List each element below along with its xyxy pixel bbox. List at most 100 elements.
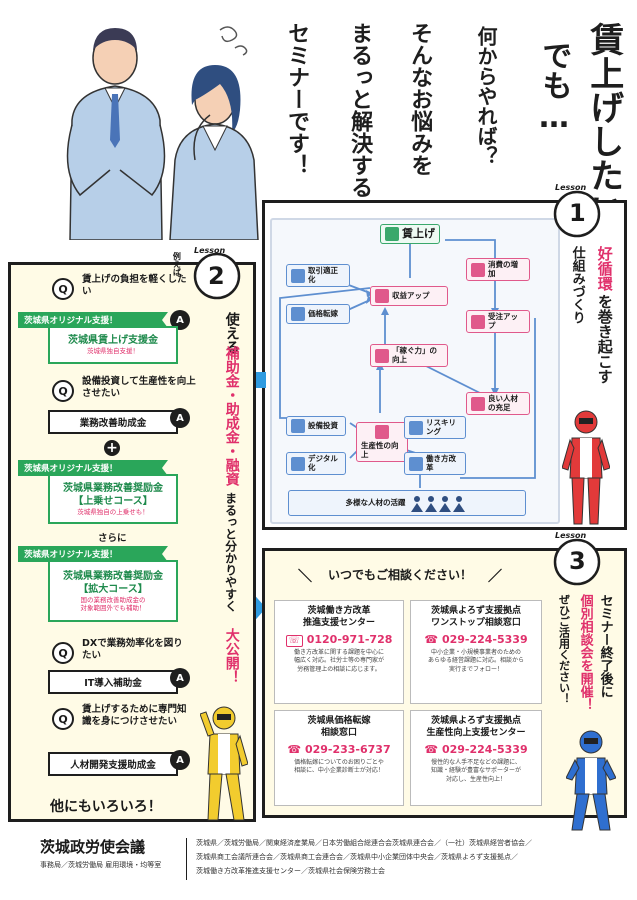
price-tag-icon: [291, 307, 305, 321]
center-card-3: 茨城県価格転嫁 相談窓口 ☎ 029-233-6737 価格転嫁についてのお困り…: [274, 710, 404, 806]
grant1-title: 茨城県賃上げ支援金: [68, 335, 158, 347]
worker-icon: [409, 456, 423, 471]
lesson2-side-d: 大公開！: [223, 628, 240, 684]
cloud-icon: [291, 456, 305, 471]
plus-icon: +: [104, 440, 120, 456]
center2-desc3: 実行までフォロー！: [448, 665, 503, 673]
center3-phone[interactable]: ☎ 029-233-6737: [281, 743, 397, 756]
center3-desc1: 価格転嫁についてのお困りごとや: [294, 759, 384, 767]
center-card-1: 茨城働き方改革 推進支援センター ☏ 0120-971-728 働き方改革に関す…: [274, 600, 404, 704]
node-kakaku-label: 価格転嫁: [308, 308, 338, 318]
center4-title1: 茨城県よろず支援拠点: [430, 716, 521, 726]
grant4-title: 茨城県業務改善奨励金: [63, 570, 163, 582]
red-hero-illustration: [562, 410, 610, 525]
bar-chart-icon: [409, 420, 423, 435]
grant-chinage-shienkin: 茨城県賃上げ支援金 茨城県独自支援！: [48, 326, 178, 364]
center4-phone-number: 029-224-5339: [441, 743, 528, 757]
center2-phone-number: 029-224-5339: [441, 633, 528, 647]
node-chinage: 賃上げ: [380, 224, 440, 244]
lesson2-label: Lesson: [194, 246, 226, 255]
center3-title1: 茨城県価格転嫁: [307, 716, 371, 726]
q4-text: 賃上げするために専門知識を身につけさせたい: [82, 704, 187, 728]
node-hatarakikata: 働き方改革: [404, 452, 466, 476]
chart-icon: [471, 262, 485, 277]
headline-col3: 何からやれば？: [474, 26, 498, 166]
footer-divider: [186, 838, 187, 880]
center1-desc3: 労務管理上の相談に応じます。: [297, 665, 381, 673]
center3-title2: 相談窓口: [320, 727, 357, 738]
headline-col5: まるっと解決する: [347, 22, 373, 198]
lesson2-number: 2: [208, 262, 225, 290]
center1-phone-number: 0120-971-728: [306, 633, 393, 647]
center2-desc2: あらゆる経営課題に対応。相談から: [427, 657, 524, 665]
lesson1-number: 1: [569, 199, 586, 227]
center1-phone[interactable]: ☏ 0120-971-728: [281, 633, 397, 648]
grant3-title: 茨城県業務改善奨励金: [63, 482, 163, 494]
q1-icon: Q: [52, 278, 74, 300]
lesson3-label: Lesson: [555, 531, 587, 540]
people-icon: [471, 396, 485, 411]
a2-badge: A: [170, 408, 190, 428]
q1-text: 賃上げの負担を軽くしたい: [82, 274, 187, 298]
node-setsubi-label: 設備投資: [308, 420, 338, 430]
center2-phone[interactable]: ☎ 029-224-5339: [417, 633, 535, 646]
q2-text: 設備投資して生産性を向上させたい: [82, 376, 196, 400]
node-shohi: 消費の増加: [466, 258, 530, 282]
grant-uwanose-course: 茨城県業務改善奨励金 【上乗せコース】 茨城県独自の上乗せも！: [48, 474, 178, 524]
center1-title2: 推進支援センター: [302, 617, 375, 628]
node-digital-label: デジタル化: [308, 454, 338, 472]
node-juchu: 受注アップ: [466, 310, 530, 334]
center1-title1: 茨城働き方改革: [307, 606, 371, 616]
grant1-sub: 茨城県独自支援！: [87, 347, 139, 356]
q2-icon: Q: [52, 380, 74, 402]
center3-phone-number: 029-233-6737: [304, 743, 391, 757]
grant3-sub: 茨城県独自の上乗せも！: [77, 507, 149, 516]
node-shueki-label: 収益アップ: [392, 290, 430, 300]
money-icon: [385, 227, 399, 241]
grant3-course: 【上乗せコース】: [73, 495, 153, 507]
node-reskilling-label: リスキリング: [426, 418, 456, 436]
node-torihiki-label: 取引適正化: [308, 266, 338, 284]
node-jinzai-label: 良い人材の充足: [488, 394, 518, 412]
center2-desc1: 中小企業・小規模事業者のための: [430, 649, 521, 657]
lesson3-banner: いつでもご相談ください！: [327, 568, 472, 582]
grant5-title: IT導入補助金: [84, 678, 142, 689]
phone-icon: ☎: [287, 743, 302, 757]
node-hatarakikata-label: 働き方改革: [426, 454, 456, 472]
headline-col6: セミナーです！: [284, 22, 310, 176]
node-reskilling: リスキリング: [404, 416, 466, 440]
node-tayou-label: 多様な人材の活躍: [345, 497, 406, 507]
node-juchu-label: 受注アップ: [488, 312, 518, 330]
chart-up-icon: [375, 289, 389, 303]
center-card-2: 茨城県よろず支援拠点 ワンストップ相談窓口 ☎ 029-224-5339 中小企…: [410, 600, 542, 704]
center4-title2: 生産性向上支援センター: [426, 727, 526, 738]
footer-members-1: 茨城県／茨城労働局／関東経済産業局／日本労働組合総連合会茨城県連合会／（一社）茨…: [196, 839, 532, 847]
node-torihiki: 取引適正化: [286, 264, 350, 288]
center4-desc1: 慢性的な人手不足などの課題に、: [431, 759, 521, 767]
lesson3-badge: [553, 538, 601, 586]
center4-desc3: 対応し、生産性向上！: [445, 775, 506, 783]
node-seisansei: 生産性の向上: [356, 422, 408, 463]
phone-icon: ☎: [424, 633, 439, 647]
footer-members-3: 茨城働き方改革推進支援センター／茨城県社会保険労務士会: [196, 867, 385, 875]
footer-secretariat: 事務局／茨城労働局 雇用環境・均等室: [40, 861, 162, 869]
lesson2-side-a: 使える: [223, 312, 240, 354]
handshake-icon: [291, 268, 305, 283]
center2-title2: ワンストップ相談窓口: [431, 617, 521, 628]
lesson1-heading-b: を巻き起こす: [595, 294, 614, 384]
lesson1-badge: [553, 190, 601, 238]
footer-org: 茨城政労使会議: [40, 838, 146, 856]
blue-hero-illustration: [566, 730, 616, 831]
grant6-title: 人材開発支援助成金: [70, 760, 156, 771]
node-shueki: 収益アップ: [370, 286, 448, 306]
grant4-course: 【拡大コース】: [78, 583, 148, 595]
center4-phone[interactable]: ☎ 029-224-5339: [417, 743, 535, 756]
a3-badge: A: [170, 668, 190, 688]
tag-original-3: 茨城県オリジナル支援！: [18, 546, 168, 562]
lesson3-side-c: ぜひご活用ください！: [557, 594, 571, 704]
diverse-people-icon: [410, 496, 465, 512]
grant-gyomu-kaizen-joseikin: 業務改善助成金: [48, 410, 178, 434]
factory-icon: [375, 425, 389, 439]
headline-col4: そんなお悩みを: [407, 22, 433, 176]
q3-icon: Q: [52, 642, 74, 664]
